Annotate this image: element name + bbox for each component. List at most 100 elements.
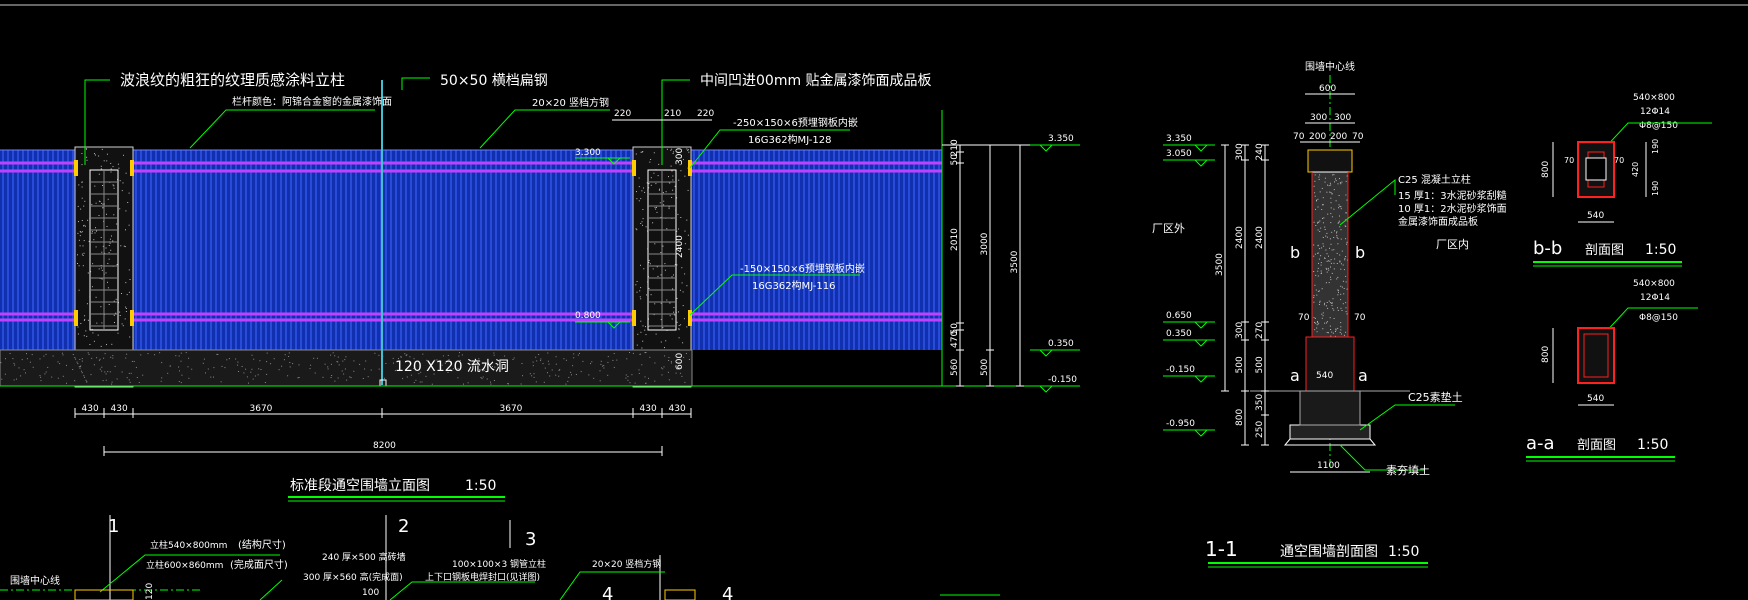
section-fill-leader — [1339, 444, 1425, 471]
base-speckle-dot — [39, 375, 41, 377]
section-speckle-dot — [1340, 329, 1342, 331]
section-speckle-dot — [1330, 243, 1332, 245]
base-speckle-dot — [544, 367, 546, 369]
section-speckle-dot — [1331, 193, 1333, 195]
post-speckle — [119, 315, 121, 316]
section-speckle-dot — [1319, 231, 1321, 232]
post-speckle — [640, 198, 642, 200]
section-speckle-dot — [1329, 182, 1331, 184]
post-speckle — [122, 182, 124, 184]
section-speckle-dot — [1313, 185, 1315, 187]
section-level-text: 3.350 — [1166, 134, 1192, 144]
post-speckle — [91, 203, 93, 205]
post-speckle — [680, 324, 682, 326]
base-speckle-dot — [427, 361, 429, 362]
section-speckle-dot — [1325, 282, 1327, 284]
base-speckle-dot — [298, 377, 300, 378]
base-speckle-dot — [126, 353, 128, 355]
base-speckle-dot — [202, 362, 204, 364]
section-speckle-dot — [1334, 181, 1335, 183]
section-speckle-dot — [1336, 231, 1338, 233]
post-speckle — [663, 200, 665, 202]
base-speckle-dot — [483, 369, 485, 371]
section-speckle-dot — [1338, 204, 1340, 206]
base-speckle-dot — [463, 383, 464, 385]
section-title-number: 1-1 — [1205, 537, 1238, 561]
post-speckle — [95, 246, 97, 248]
section-speckle-dot — [1314, 317, 1316, 319]
label-square-tube: 20×20 竖档方钢 — [532, 96, 609, 109]
section-speckle-dot — [1314, 253, 1316, 255]
section-speckle-dot — [1334, 258, 1336, 260]
section-level-triangle — [1193, 429, 1209, 437]
post-speckle — [668, 206, 670, 208]
base-speckle-dot — [287, 375, 289, 377]
post-speckle — [677, 213, 679, 215]
section-speckle-dot — [1338, 207, 1340, 209]
post-speckle — [678, 337, 680, 339]
base-speckle-dot — [131, 360, 133, 362]
aa-rebar: 12Φ14 — [1640, 293, 1670, 303]
post-speckle — [688, 151, 690, 153]
post-speckle — [644, 329, 646, 331]
base-speckle-dot — [110, 356, 112, 358]
post-speckle — [106, 344, 107, 346]
base-speckle-dot — [337, 361, 339, 363]
section-speckle-dot — [1316, 200, 1317, 202]
base-speckle-dot — [128, 379, 130, 381]
section-speckle-dot — [1320, 270, 1322, 272]
post-speckle — [89, 344, 91, 345]
section-speckle-dot — [1324, 302, 1325, 304]
base-speckle-dot — [250, 371, 252, 373]
section-speckle-dot — [1313, 301, 1315, 303]
section-top-70-b: 70 — [1352, 132, 1364, 142]
section-speckle-dot — [1324, 226, 1326, 228]
post-speckle — [664, 269, 666, 271]
post-speckle — [80, 323, 82, 324]
section-speckle-dot — [1346, 175, 1348, 177]
base-speckle-dot — [531, 375, 533, 377]
post-embed-plate — [632, 160, 636, 176]
bb-dim-800: 800 — [1541, 161, 1551, 178]
post-speckle — [679, 164, 681, 166]
section-speckle-dot — [1322, 217, 1323, 219]
base-speckle-dot — [66, 364, 67, 366]
post-speckle — [673, 311, 675, 313]
post-speckle — [680, 170, 682, 172]
section-level-triangle — [1193, 159, 1209, 167]
level-0800: 0.800 — [575, 311, 601, 321]
base-speckle-dot — [57, 361, 59, 363]
post-speckle — [642, 325, 644, 327]
base-speckle-dot — [398, 358, 399, 360]
bottom-dim-label: 430 — [669, 404, 686, 414]
section-speckle-dot — [1339, 215, 1340, 217]
post-speckle — [83, 335, 85, 337]
section-speckle-dot — [1342, 280, 1344, 282]
section-speckle-dot — [1331, 216, 1333, 218]
base-speckle-dot — [79, 367, 81, 369]
base-speckle-dot — [420, 371, 422, 373]
base-speckle-dot — [135, 366, 137, 368]
post-speckle — [127, 202, 129, 203]
post-speckle — [80, 231, 82, 233]
post-speckle — [653, 314, 655, 316]
section-speckle-dot — [1345, 238, 1347, 240]
base-speckle-dot — [436, 359, 438, 361]
post-speckle — [655, 208, 657, 210]
base-speckle-dot — [334, 380, 336, 382]
base-speckle-dot — [111, 381, 113, 383]
section-level-text: -0.150 — [1166, 365, 1195, 375]
base-speckle-dot — [179, 370, 180, 372]
base-speckle-dot — [112, 357, 114, 359]
base-speckle-dot — [543, 381, 545, 383]
section-speckle-dot — [1346, 199, 1348, 201]
post-speckle — [125, 311, 127, 312]
section-speckle-dot — [1335, 200, 1337, 202]
base-speckle-dot — [18, 367, 20, 369]
section-speckle-dot — [1336, 232, 1337, 234]
base-speckle-dot — [45, 371, 47, 373]
base-speckle-dot — [254, 375, 256, 377]
base-speckle-dot — [533, 373, 535, 375]
section-dim-a-label: 500 — [1235, 356, 1245, 373]
base-speckle-dot — [638, 372, 640, 374]
